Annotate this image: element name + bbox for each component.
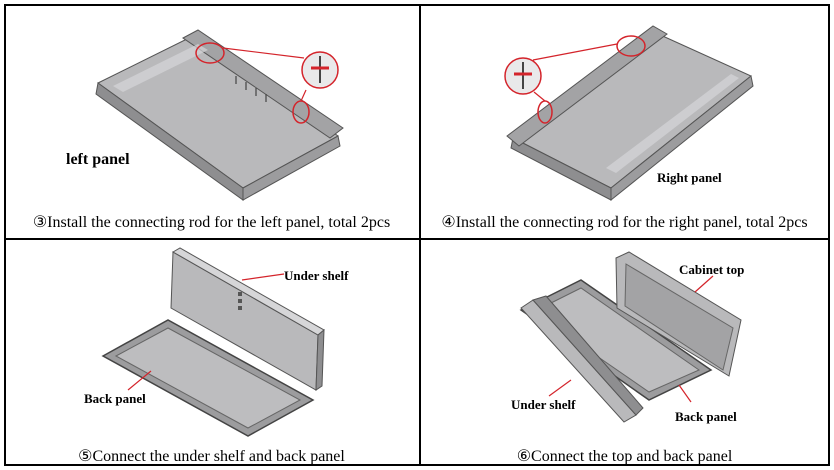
cabinet-top-back-panel-illustration [519, 251, 742, 423]
under-shelf-label: Under shelf [511, 397, 576, 412]
step-3-caption: ③Install the connecting rod for the left… [32, 214, 391, 231]
instruction-grid: left panel ③Install the connecting rod f… [4, 4, 830, 466]
step-3-cell: left panel ③Install the connecting rod f… [8, 8, 415, 236]
right-panel-label: Right panel [657, 170, 722, 185]
cabinet-top-label: Cabinet top [679, 262, 745, 277]
left-panel-illustration [95, 29, 344, 201]
under-shelf-back-panel-illustration [101, 247, 325, 437]
under-shelf-label: Under shelf [284, 268, 349, 283]
back-panel-label: Back panel [84, 391, 146, 406]
grid-divider-horizontal [6, 238, 828, 240]
right-panel-illustration [504, 25, 754, 202]
step-5-caption: ⑤Connect the under shelf and back panel [78, 448, 345, 464]
step-4-cell: Right panel ④Install the connecting rod … [421, 8, 828, 236]
step-4-caption: ④Install the connecting rod for the righ… [441, 214, 808, 231]
step-5-cell: Under shelf Back panel ⑤Connect the unde… [8, 240, 415, 464]
step-6-cell: Cabinet top Under shelf Back panel ⑥Conn… [421, 240, 828, 464]
back-panel-label: Back panel [675, 409, 737, 424]
left-panel-label: left panel [66, 151, 130, 168]
grid-divider-vertical [419, 6, 421, 464]
step-6-caption: ⑥Connect the top and back panel [516, 448, 733, 464]
